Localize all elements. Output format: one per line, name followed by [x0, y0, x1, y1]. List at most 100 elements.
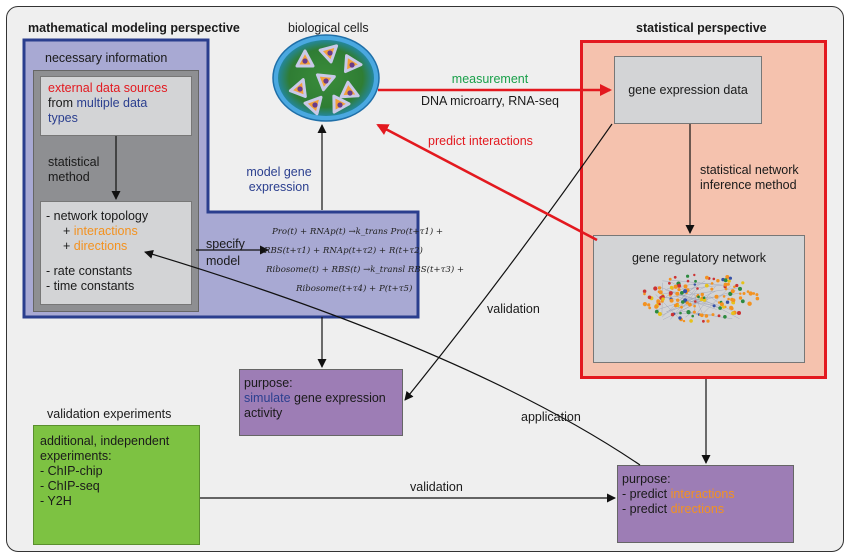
- network-edge: [694, 295, 704, 317]
- network-node: [692, 310, 696, 314]
- network-node: [702, 296, 706, 300]
- data-sources-box: [40, 76, 192, 136]
- network-node: [694, 279, 697, 283]
- predict-interactions-label: predict interactions: [428, 134, 533, 148]
- network-node: [722, 305, 726, 309]
- network-edge: [678, 285, 722, 290]
- cell-nucleus: [297, 86, 303, 92]
- network-node: [676, 298, 680, 302]
- network-node: [680, 305, 683, 309]
- network-edge: [666, 290, 736, 312]
- network-node: [727, 297, 730, 301]
- network-node: [657, 312, 662, 316]
- network-edge: [669, 279, 727, 286]
- network-node: [661, 297, 665, 301]
- cell-nucleus: [302, 58, 308, 64]
- predict-prefix: - predict: [622, 502, 671, 516]
- title-validation-experiments: validation experiments: [47, 407, 172, 421]
- gene-expression-rest: gene expression: [290, 391, 386, 405]
- network-edge: [679, 294, 720, 306]
- network-node: [643, 292, 646, 296]
- network-edge: [665, 287, 742, 298]
- measurement-label: measurement: [451, 72, 529, 86]
- experiments-line1: additional, independent: [40, 434, 170, 448]
- network-node: [723, 315, 727, 319]
- interactions-highlight: interactions: [73, 224, 138, 238]
- network-node: [714, 294, 719, 299]
- network-node: [722, 295, 726, 298]
- network-node: [681, 300, 685, 304]
- network-node: [653, 286, 658, 291]
- network-node: [693, 283, 696, 286]
- network-node: [699, 313, 702, 317]
- purpose-sim-line3: activity: [244, 406, 283, 420]
- network-node: [746, 290, 750, 293]
- network-node: [755, 296, 760, 301]
- purpose-sim-line1: purpose:: [244, 376, 293, 390]
- equation-line-3: Ribosome(t) + RBS(t) →k_transl RBS(t+τ3)…: [266, 265, 465, 275]
- directions-highlight: directions: [670, 502, 725, 516]
- network-node: [726, 282, 730, 286]
- network-node: [669, 298, 674, 303]
- network-edge: [659, 296, 717, 307]
- cell-nucleus: [312, 102, 318, 108]
- network-node: [718, 306, 722, 310]
- title-stat-perspective: statistical perspective: [636, 21, 767, 35]
- experiment-item: - ChIP-seq: [40, 479, 100, 493]
- network-node: [658, 303, 661, 306]
- network-node: [700, 292, 704, 297]
- necessary-info-header: necessary information: [45, 51, 168, 65]
- network-edge: [695, 298, 709, 316]
- network-node: [723, 278, 728, 283]
- multiple-data-line: from multiple data: [48, 96, 147, 111]
- network-node: [673, 275, 677, 279]
- network-node: [705, 275, 709, 280]
- network-node: [673, 284, 678, 289]
- network-node: [731, 298, 736, 303]
- title-math-perspective: mathematical modeling perspective: [28, 21, 240, 35]
- network-node: [654, 304, 659, 309]
- network-node: [725, 275, 730, 279]
- network-node: [711, 313, 715, 317]
- cell-nucleus: [327, 50, 333, 56]
- network-node: [686, 274, 690, 278]
- predict-prefix: - predict: [622, 487, 671, 501]
- experiment-item: - Y2H: [40, 494, 72, 508]
- network-edge: [675, 313, 715, 315]
- network-node: [741, 281, 745, 285]
- network-node: [747, 301, 752, 306]
- network-node: [737, 311, 741, 315]
- arrow-predict-interactions: [376, 123, 598, 242]
- network-node: [724, 287, 728, 291]
- plus-sign: +: [63, 239, 74, 253]
- network-edge: [657, 285, 719, 309]
- equation-line-1: Pro(t) + RNAp(t) →k_trans Pro(t+τ1) +: [272, 227, 444, 237]
- model-label: model: [206, 254, 241, 268]
- gene-expression-data-label: gene expression data: [628, 83, 748, 97]
- experiments-line2: experiments:: [40, 449, 112, 463]
- cell-nucleus: [349, 62, 355, 68]
- network-node: [710, 287, 714, 291]
- network-node: [727, 279, 731, 283]
- network-node: [647, 303, 651, 307]
- network-node: [704, 314, 709, 318]
- network-node: [717, 314, 721, 318]
- network-node: [712, 304, 716, 308]
- network-node: [668, 277, 672, 281]
- stat-method-line2: inference method: [700, 178, 797, 192]
- network-node: [642, 289, 647, 294]
- statistical-method-line2: method: [48, 170, 90, 184]
- network-node: [733, 285, 736, 289]
- simulate-highlight: simulate: [244, 391, 291, 405]
- network-node: [680, 291, 684, 295]
- network-node: [704, 283, 709, 288]
- network-node: [685, 301, 689, 305]
- cell-shape: [339, 80, 360, 99]
- types-label: types: [48, 111, 78, 125]
- network-node: [748, 291, 753, 296]
- network-node: [668, 291, 673, 296]
- experiment-item: - ChIP-chip: [40, 464, 103, 478]
- network-node: [731, 311, 735, 316]
- purpose-pred-line2: - predict interactions: [622, 487, 735, 502]
- multiple-data-highlight: multiple data: [76, 96, 148, 110]
